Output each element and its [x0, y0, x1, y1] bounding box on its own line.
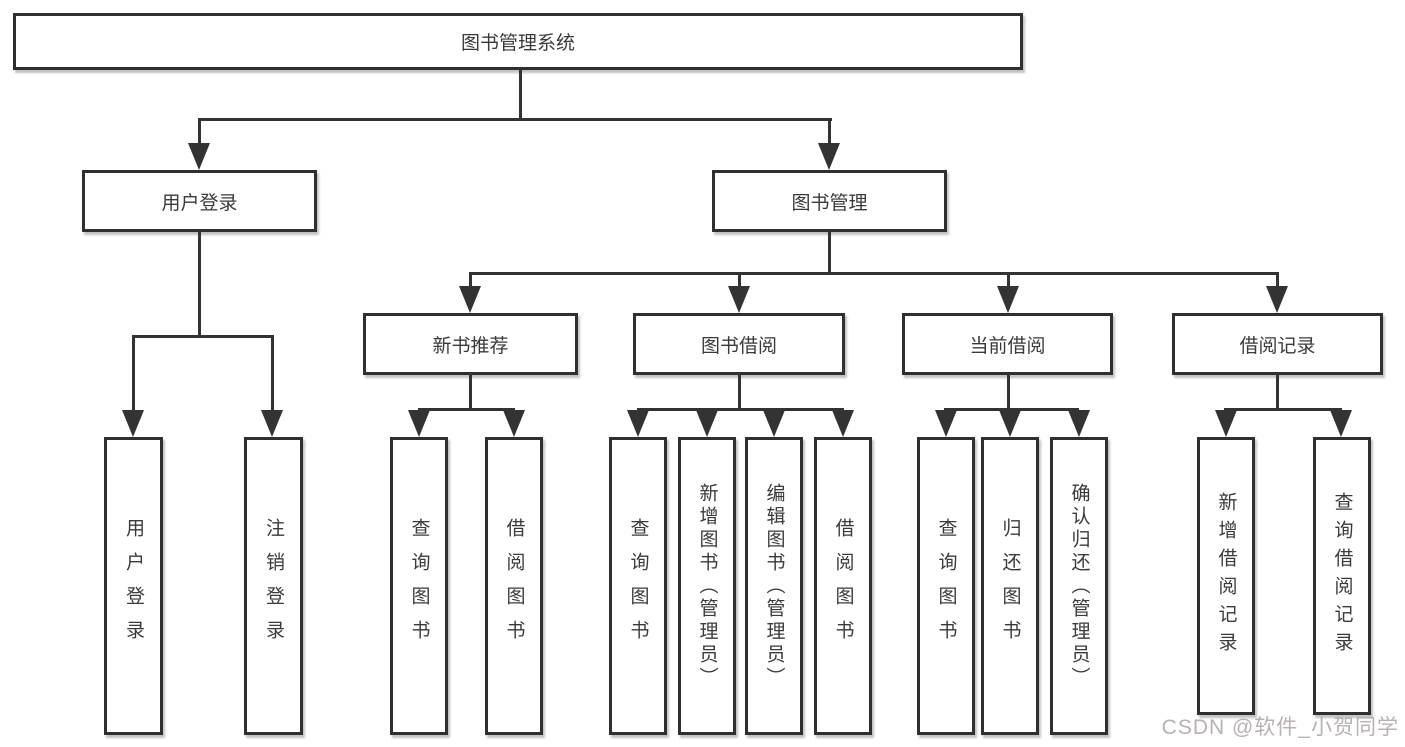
connector-book-mgmt-stem — [828, 230, 831, 275]
arrow-down-icon — [999, 410, 1021, 437]
node-user-login: 用户登录 — [82, 170, 317, 232]
arrow-down-icon — [459, 286, 481, 313]
connector-stem — [1276, 373, 1279, 410]
leaf-add-book-admin: 新增图书（管理员） — [678, 437, 736, 735]
node-borrowing-records: 借阅记录 — [1172, 313, 1383, 375]
connector-bus — [1224, 408, 1342, 411]
leaf-query-borrow-record: 查询借阅记录 — [1313, 437, 1371, 715]
csdn-watermark: CSDN @软件_小贺同学 — [1161, 716, 1399, 739]
connector-drop — [738, 272, 741, 288]
arrow-down-icon — [997, 286, 1019, 313]
leaf-logout: 注销登录 — [244, 437, 303, 735]
arrow-down-icon — [188, 143, 210, 170]
leaf-borrow-books-recommend: 借阅图书 — [485, 437, 543, 735]
leaf-return-book: 归还图书 — [981, 437, 1039, 735]
connector-bus — [944, 408, 1079, 411]
arrow-down-icon — [935, 410, 957, 437]
node-library-system: 图书管理系统 — [13, 13, 1023, 70]
connector-stem — [1007, 373, 1010, 410]
connector-bus — [637, 408, 844, 411]
connector-user-login-drop — [198, 118, 201, 144]
leaf-borrow-books-borrowing: 借阅图书 — [814, 437, 872, 735]
arrow-down-icon — [1068, 410, 1090, 437]
arrow-down-icon — [261, 410, 283, 437]
connector-stem — [738, 373, 741, 410]
connector-user-login-bus — [132, 335, 274, 338]
connector-user-login-stem — [198, 230, 201, 337]
connector-level2-bus — [469, 272, 1279, 275]
arrow-down-icon — [1330, 410, 1352, 437]
arrow-down-icon — [728, 286, 750, 313]
arrow-down-icon — [696, 410, 718, 437]
connector-drop — [1276, 272, 1279, 288]
connector-drop — [271, 335, 274, 411]
connector-stem — [469, 373, 472, 410]
arrow-down-icon — [503, 410, 525, 437]
connector-book-mgmt-drop — [828, 118, 831, 144]
connector-drop — [469, 272, 472, 288]
leaf-user-login: 用户登录 — [104, 437, 163, 735]
node-book-borrowing: 图书借阅 — [633, 313, 845, 375]
arrow-down-icon — [763, 410, 785, 437]
leaf-query-books-current: 查询图书 — [917, 437, 975, 735]
arrow-down-icon — [627, 410, 649, 437]
arrow-down-icon — [122, 410, 144, 437]
arrow-down-icon — [818, 143, 840, 170]
arrow-down-icon — [1266, 286, 1288, 313]
arrow-down-icon — [1215, 410, 1237, 437]
leaf-edit-book-admin: 编辑图书（管理员） — [745, 437, 803, 735]
node-new-book-recommend: 新书推荐 — [363, 313, 578, 375]
leaf-query-books-borrowing: 查询图书 — [609, 437, 667, 735]
leaf-confirm-return-admin: 确认归还（管理员） — [1050, 437, 1108, 735]
connector-root-stem — [519, 68, 522, 120]
connector-drop — [132, 335, 135, 411]
arrow-down-icon — [832, 410, 854, 437]
connector-bus — [418, 408, 515, 411]
connector-level1-bus — [198, 118, 832, 121]
arrow-down-icon — [408, 410, 430, 437]
node-current-borrowing: 当前借阅 — [902, 313, 1113, 375]
node-book-management: 图书管理 — [712, 170, 947, 232]
leaf-query-books-recommend: 查询图书 — [390, 437, 448, 735]
leaf-add-borrow-record: 新增借阅记录 — [1197, 437, 1255, 715]
connector-drop — [1007, 272, 1010, 288]
